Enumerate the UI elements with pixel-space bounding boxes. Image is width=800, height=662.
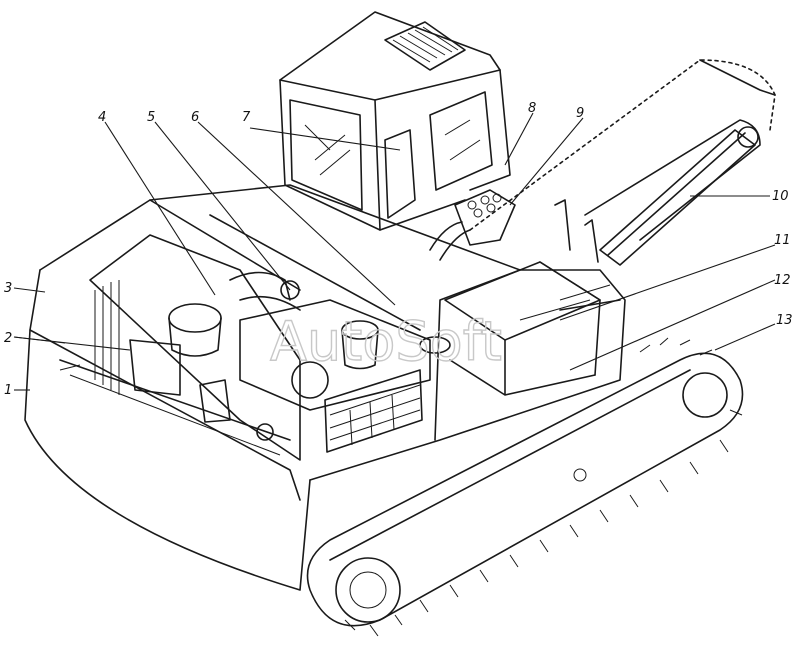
boom-cylinder bbox=[554, 126, 759, 266]
callout-13: 13 bbox=[776, 313, 793, 328]
callout-12: 12 bbox=[774, 273, 791, 288]
operator-cab bbox=[279, 11, 511, 231]
callout-5: 5 bbox=[147, 110, 155, 125]
counterweight bbox=[24, 329, 311, 591]
callout-6: 6 bbox=[191, 110, 199, 125]
callout-9: 9 bbox=[576, 106, 584, 121]
pump-area bbox=[239, 299, 451, 453]
callout-4: 4 bbox=[98, 110, 106, 125]
crawler-track bbox=[306, 337, 744, 637]
callout-11: 11 bbox=[774, 233, 791, 248]
watermark: AutoSoft bbox=[270, 310, 502, 373]
callout-labels: 1 2 3 4 5 6 7 8 9 10 11 12 13 bbox=[4, 101, 793, 398]
callout-1: 1 bbox=[4, 383, 12, 398]
callout-7: 7 bbox=[242, 110, 251, 125]
distributor-block bbox=[429, 189, 516, 261]
callout-3: 3 bbox=[4, 281, 12, 296]
callout-8: 8 bbox=[528, 101, 536, 116]
leader-lines bbox=[13, 112, 776, 391]
engine-compartment bbox=[89, 234, 301, 461]
boom bbox=[469, 59, 776, 241]
callout-2: 2 bbox=[4, 331, 12, 346]
fuel-tank bbox=[444, 261, 601, 396]
callout-10: 10 bbox=[772, 189, 789, 204]
